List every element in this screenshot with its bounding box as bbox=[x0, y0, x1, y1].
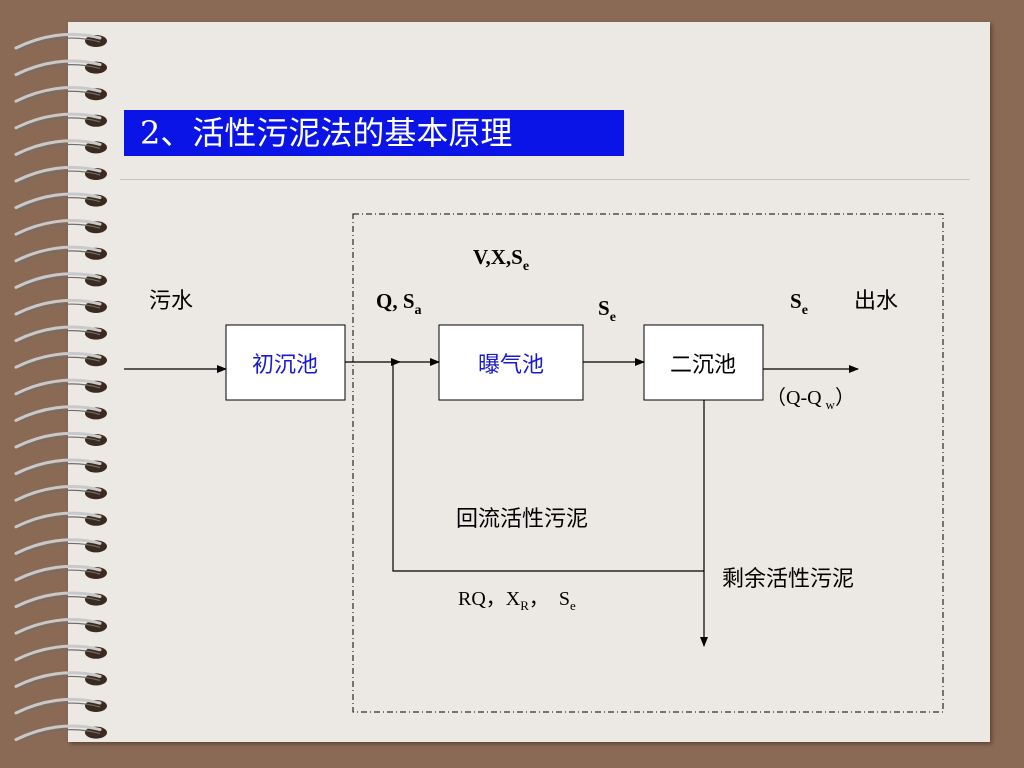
spiral-ring bbox=[14, 644, 107, 663]
feed-q-label: Q, Sa bbox=[376, 289, 422, 318]
spiral-ring bbox=[14, 352, 107, 370]
spiral-ring bbox=[14, 112, 107, 131]
spiral-ring bbox=[14, 671, 107, 689]
return-sludge-line bbox=[392, 362, 705, 572]
spiral-ring bbox=[14, 272, 107, 290]
spiral-ring bbox=[14, 298, 107, 317]
secondary-clarifier-box bbox=[643, 324, 764, 401]
spiral-ring bbox=[14, 59, 107, 78]
spiral-ring bbox=[14, 538, 107, 556]
spiral-ring bbox=[14, 139, 107, 157]
spiral-ring bbox=[14, 724, 107, 743]
primary-clarifier-box bbox=[225, 324, 346, 401]
spiral-ring bbox=[14, 511, 107, 530]
tank-params-label: V,X,Se bbox=[473, 245, 529, 274]
spiral-ring bbox=[14, 405, 107, 423]
aeration-tank-box bbox=[438, 324, 584, 401]
return-params-label: RQ，XR，Se bbox=[458, 588, 576, 613]
spiral-ring bbox=[14, 86, 107, 104]
spiral-binding bbox=[14, 32, 107, 743]
spiral-ring bbox=[14, 165, 107, 184]
spiral-ring bbox=[14, 325, 107, 344]
spiral-ring bbox=[14, 192, 107, 211]
spiral-ring bbox=[14, 378, 107, 397]
spiral-ring bbox=[14, 458, 107, 477]
spiral-ring bbox=[14, 697, 107, 716]
aeration-tank-label: 曝气池 bbox=[478, 353, 544, 378]
spiral-ring bbox=[14, 485, 107, 503]
effluent-label: 出水 bbox=[854, 288, 898, 313]
influent-label: 污水 bbox=[149, 288, 193, 313]
spiral-ring bbox=[14, 564, 107, 583]
out-se-label: Se bbox=[790, 289, 808, 318]
secondary-clarifier-label: 二沉池 bbox=[670, 353, 736, 378]
slide-title: 2、活性污泥法的基本原理 bbox=[124, 110, 624, 156]
system-boundary bbox=[352, 213, 944, 713]
excess-sludge-label: 剩余活性污泥 bbox=[722, 566, 854, 591]
spiral-ring bbox=[14, 431, 107, 450]
spiral-ring bbox=[14, 591, 107, 610]
title-divider bbox=[120, 179, 970, 180]
spiral-ring bbox=[14, 32, 107, 51]
spiral-ring bbox=[14, 245, 107, 264]
return-sludge-label: 回流活性污泥 bbox=[456, 506, 588, 531]
primary-clarifier-label: 初沉池 bbox=[252, 353, 318, 378]
spiral-ring bbox=[14, 219, 107, 237]
mid-se-label: Se bbox=[598, 296, 616, 325]
spiral-ring bbox=[14, 618, 107, 636]
